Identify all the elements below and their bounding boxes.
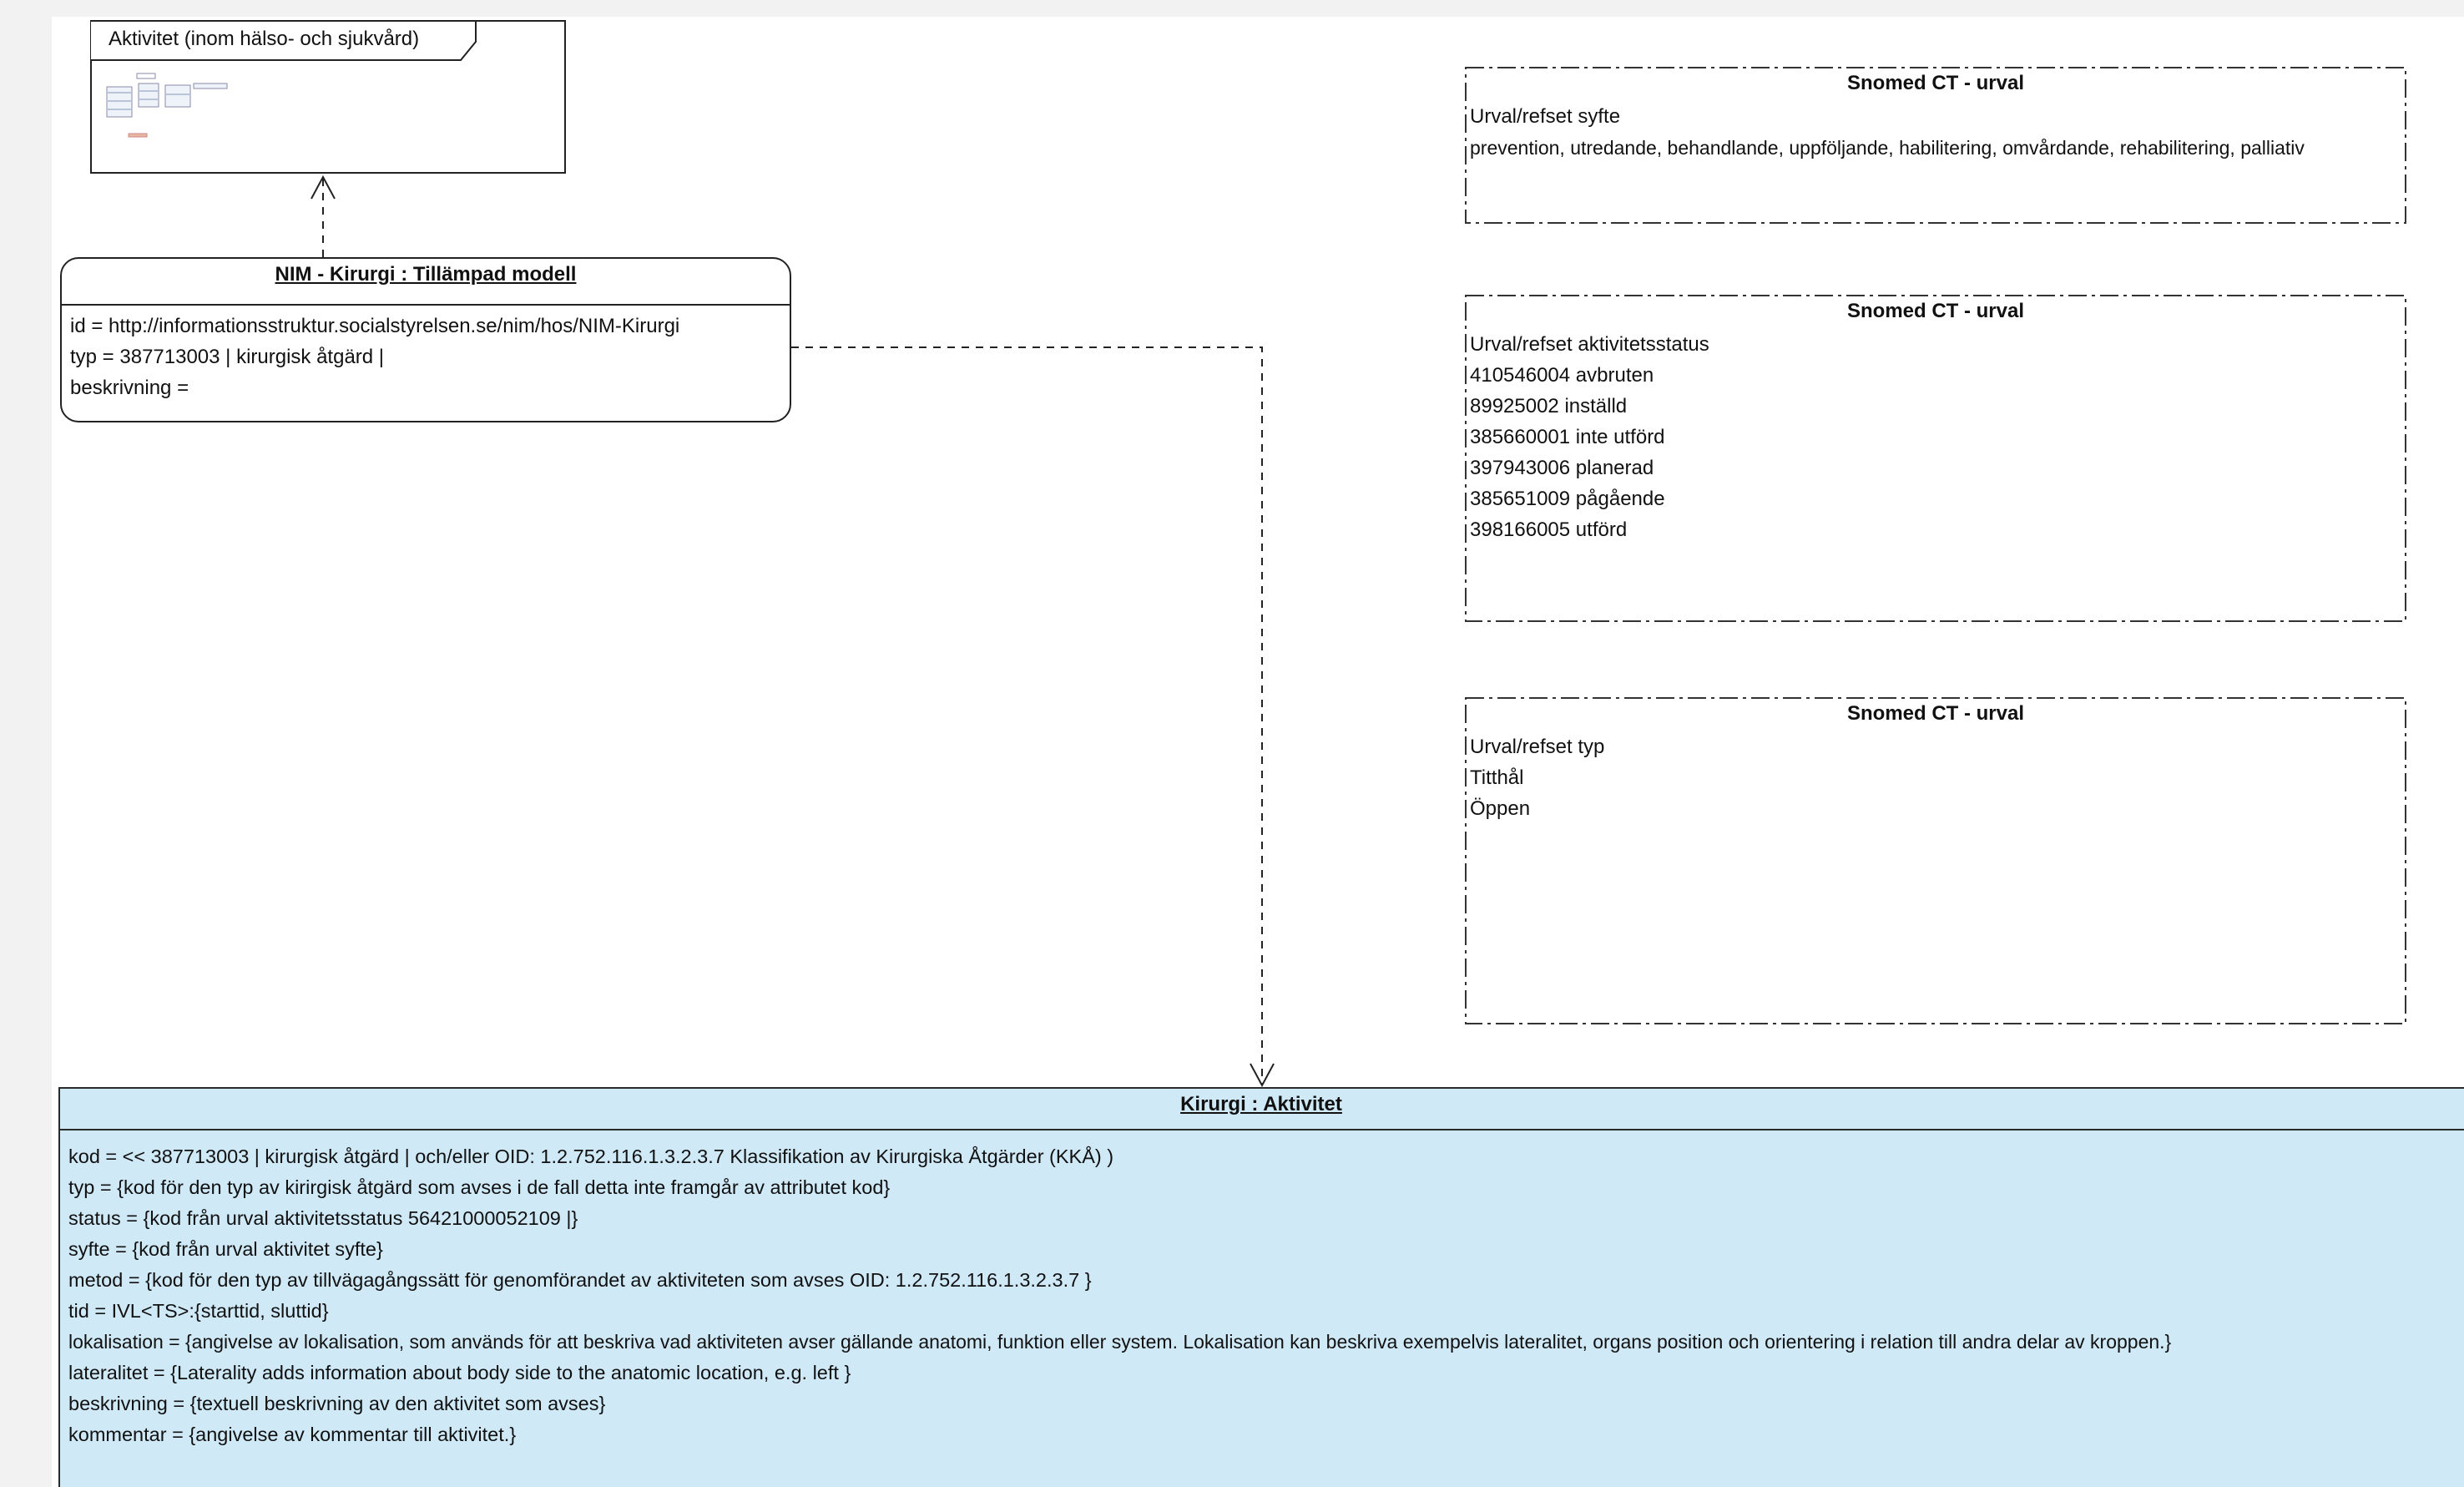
snomed-box-line: Urval/refset aktivitetsstatus [1470,333,1709,356]
package-label: Aktivitet (inom hälso- och sjukvård) [109,28,420,50]
snomed-box-aktivitetsstatus[interactable]: Snomed CT - urval Urval/refset aktivitet… [1465,295,2406,622]
package-thumbnail [106,73,228,138]
snomed-box-line: Öppen [1470,797,1531,820]
kirurgi-attribute: status = {kod från urval aktivitetsstatu… [68,1207,578,1229]
kirurgi-attribute: syfte = {kod från urval aktivitet syfte} [68,1238,383,1260]
kirurgi-attribute: tid = IVL<TS>:{starttid, sluttid} [68,1300,329,1322]
kirurgi-attribute: metod = {kod för den typ av tillvägagång… [68,1269,1092,1291]
snomed-box-line: 410546004 avbruten [1470,364,1654,387]
nim-box-line: typ = 387713003 | kirurgisk åtgärd | [70,346,385,368]
snomed-box-title: Snomed CT - urval [1846,72,2025,94]
kirurgi-attribute: typ = {kod för den typ av kirirgisk åtgä… [68,1176,891,1198]
snomed-box-line: prevention, utredande, behandlande, uppf… [1470,137,2305,159]
snomed-box-line: 398166005 utförd [1470,518,1628,541]
snomed-box-line: 89925002 inställd [1470,395,1628,417]
snomed-box-line: Urval/refset typ [1470,736,1605,758]
snomed-box-title: Snomed CT - urval [1846,702,2025,725]
kirurgi-attribute: kod = << 387713003 | kirurgisk åtgärd | … [68,1146,1114,1167]
snomed-box-frame [1465,295,2406,622]
snomed-box-line: 385660001 inte utförd [1470,426,1665,448]
nim-box-divider [60,304,791,306]
snomed-box-syfte[interactable]: Snomed CT - urval Urval/refset syfte pre… [1465,67,2406,224]
kirurgi-attribute: lateralitet = {Laterality adds informati… [68,1362,851,1383]
kirurgi-aktivitet-box[interactable] [58,1087,2464,1487]
snomed-box-line: 385651009 pågående [1470,488,1665,510]
snomed-box-frame [1465,697,2406,1024]
kirurgi-attribute: kommentar = {angivelse av kommentar till… [68,1424,517,1445]
kirurgi-box-title: Kirurgi : Aktivitet [1180,1093,1342,1115]
snomed-box-line: 397943006 planerad [1470,457,1654,479]
nim-box-line: id = http://informationsstruktur.socials… [70,315,680,337]
snomed-box-frame [1465,67,2406,224]
kirurgi-attribute: lokalisation = {angivelse av lokalisatio… [68,1331,2172,1353]
kirurgi-box-divider [58,1129,2464,1130]
kirurgi-attribute: beskrivning = {textuell beskrivning av d… [68,1393,606,1414]
snomed-box-line: Urval/refset syfte [1470,105,1621,128]
snomed-box-title: Snomed CT - urval [1846,300,2025,322]
nim-box-line: beskrivning = [70,377,189,399]
snomed-box-typ[interactable]: Snomed CT - urval Urval/refset typ Titth… [1465,697,2406,1024]
snomed-box-line: Titthål [1470,766,1524,789]
package-tab [91,20,477,61]
nim-kirurgi-box[interactable] [60,257,791,422]
nim-box-title: NIM - Kirurgi : Tillämpad modell [275,263,577,286]
